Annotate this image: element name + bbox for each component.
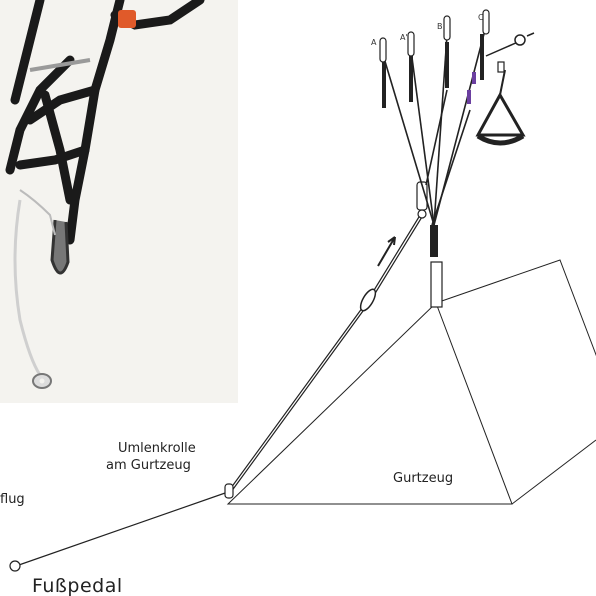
riser-label-b: B xyxy=(437,22,443,31)
foot-pedal-ring-icon xyxy=(10,561,20,571)
label-gurtzeug: Gurtzeug xyxy=(393,471,453,486)
direction-arrow-icon xyxy=(378,237,395,266)
brake-handle-icon xyxy=(478,33,534,143)
label-umlenkrolle: Umlenkrolle xyxy=(118,441,196,456)
harness-photo xyxy=(0,0,238,403)
riser-system xyxy=(380,10,534,307)
riser-label-a: A xyxy=(371,38,377,47)
pulley-icon xyxy=(225,484,233,498)
harness-shape xyxy=(228,260,596,504)
riser-labels: A A' B C xyxy=(371,13,484,47)
label-am-gurtzeug: am Gurtzeug xyxy=(106,458,191,473)
riser-label-c: C xyxy=(478,13,484,22)
label-fusspedal: Fußpedal xyxy=(32,575,123,596)
label-flug: flug xyxy=(0,492,25,507)
middle-pulley-icon xyxy=(358,287,379,313)
riser-label-a-prime: A' xyxy=(400,33,408,42)
